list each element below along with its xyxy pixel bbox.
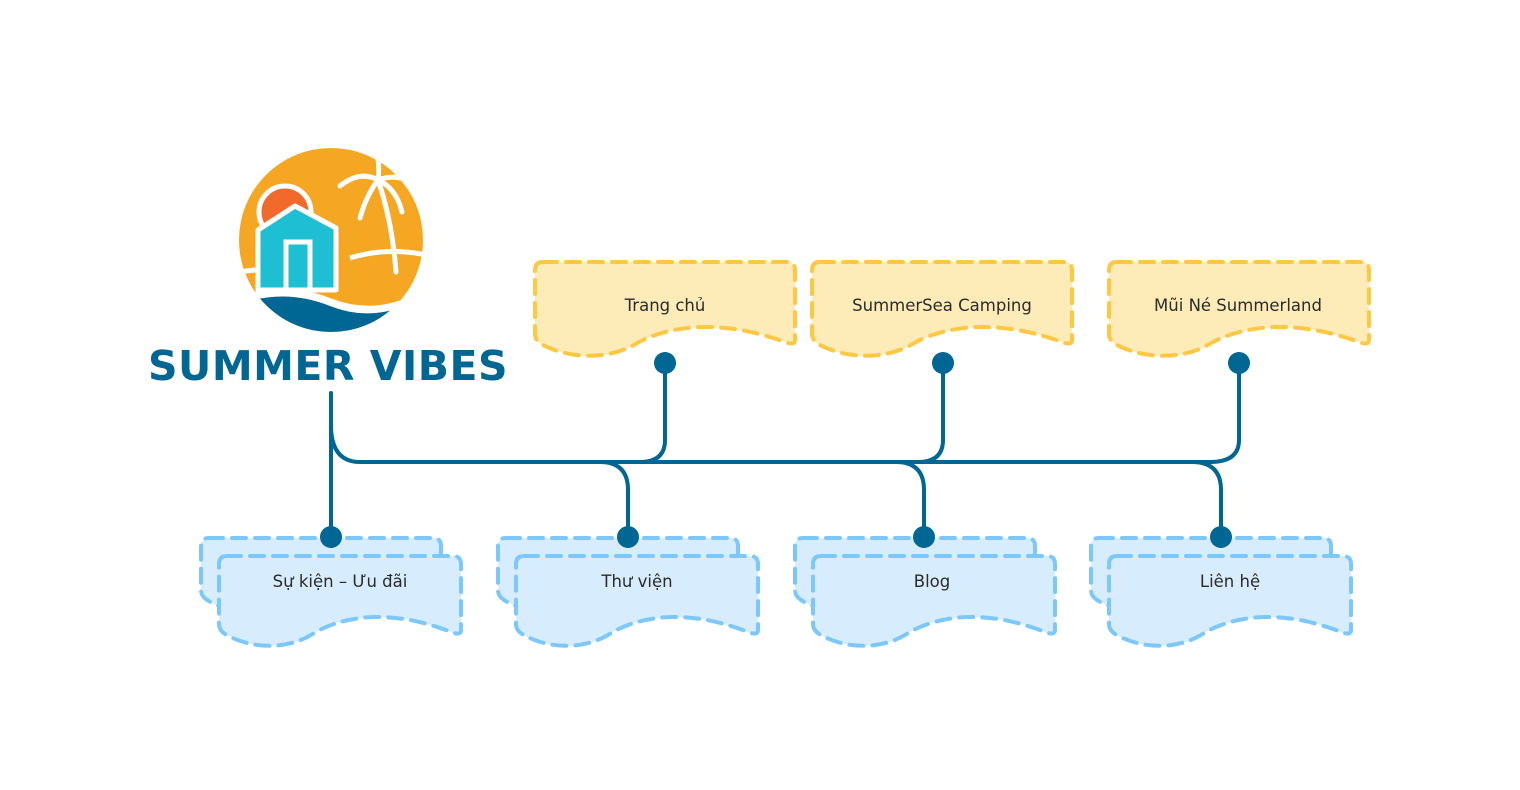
connector-top-1 (916, 363, 945, 464)
connector-dots (320, 352, 1250, 548)
bottom-node-shape-3[interactable] (1089, 536, 1353, 648)
connector-bottom-1 (598, 460, 630, 540)
bottom-node-front-page (217, 554, 463, 648)
node-summersea-camping[interactable]: SummerSea Camping (852, 296, 1032, 315)
palm-tree-icon (337, 148, 417, 275)
dot-top-0 (654, 352, 676, 374)
node-trang-chu[interactable]: Trang chủ (624, 296, 706, 315)
node-mui-ne-summerland[interactable]: Mũi Né Summerland (1154, 296, 1322, 315)
node-thu-vien[interactable]: Thư viện (601, 572, 673, 591)
brand-name: SUMMER VIBES (148, 342, 509, 390)
connector-bottom-3 (1190, 460, 1223, 540)
connector-top-0 (638, 363, 667, 464)
connector-trunk (329, 423, 1212, 464)
dot-top-2 (1228, 352, 1250, 374)
dot-bottom-2 (913, 526, 935, 548)
dot-bottom-0 (320, 526, 342, 548)
connectors (329, 363, 1241, 540)
top-node-shape-0[interactable] (533, 260, 797, 358)
node-lien-he[interactable]: Liên hệ (1199, 572, 1261, 591)
dot-bottom-3 (1210, 526, 1232, 548)
logo (239, 148, 423, 332)
bottom-node-front-page (514, 554, 760, 648)
dot-bottom-1 (617, 526, 639, 548)
node-su-kien-uu-dai[interactable]: Sự kiện – Ưu đãi (272, 572, 408, 591)
top-node-shape-2[interactable] (1107, 260, 1371, 358)
connector-bottom-2 (894, 460, 926, 540)
node-blog[interactable]: Blog (913, 572, 951, 591)
bottom-node-front-page (1107, 554, 1353, 648)
connector-top-2 (1208, 363, 1241, 464)
bottom-node-shape-2[interactable] (793, 536, 1057, 648)
dot-top-1 (932, 352, 954, 374)
bottom-node-shape-0[interactable] (199, 536, 463, 648)
bottom-node-shape-1[interactable] (496, 536, 760, 648)
bottom-node-front-page (811, 554, 1057, 648)
top-node-shape-1[interactable] (810, 260, 1074, 358)
